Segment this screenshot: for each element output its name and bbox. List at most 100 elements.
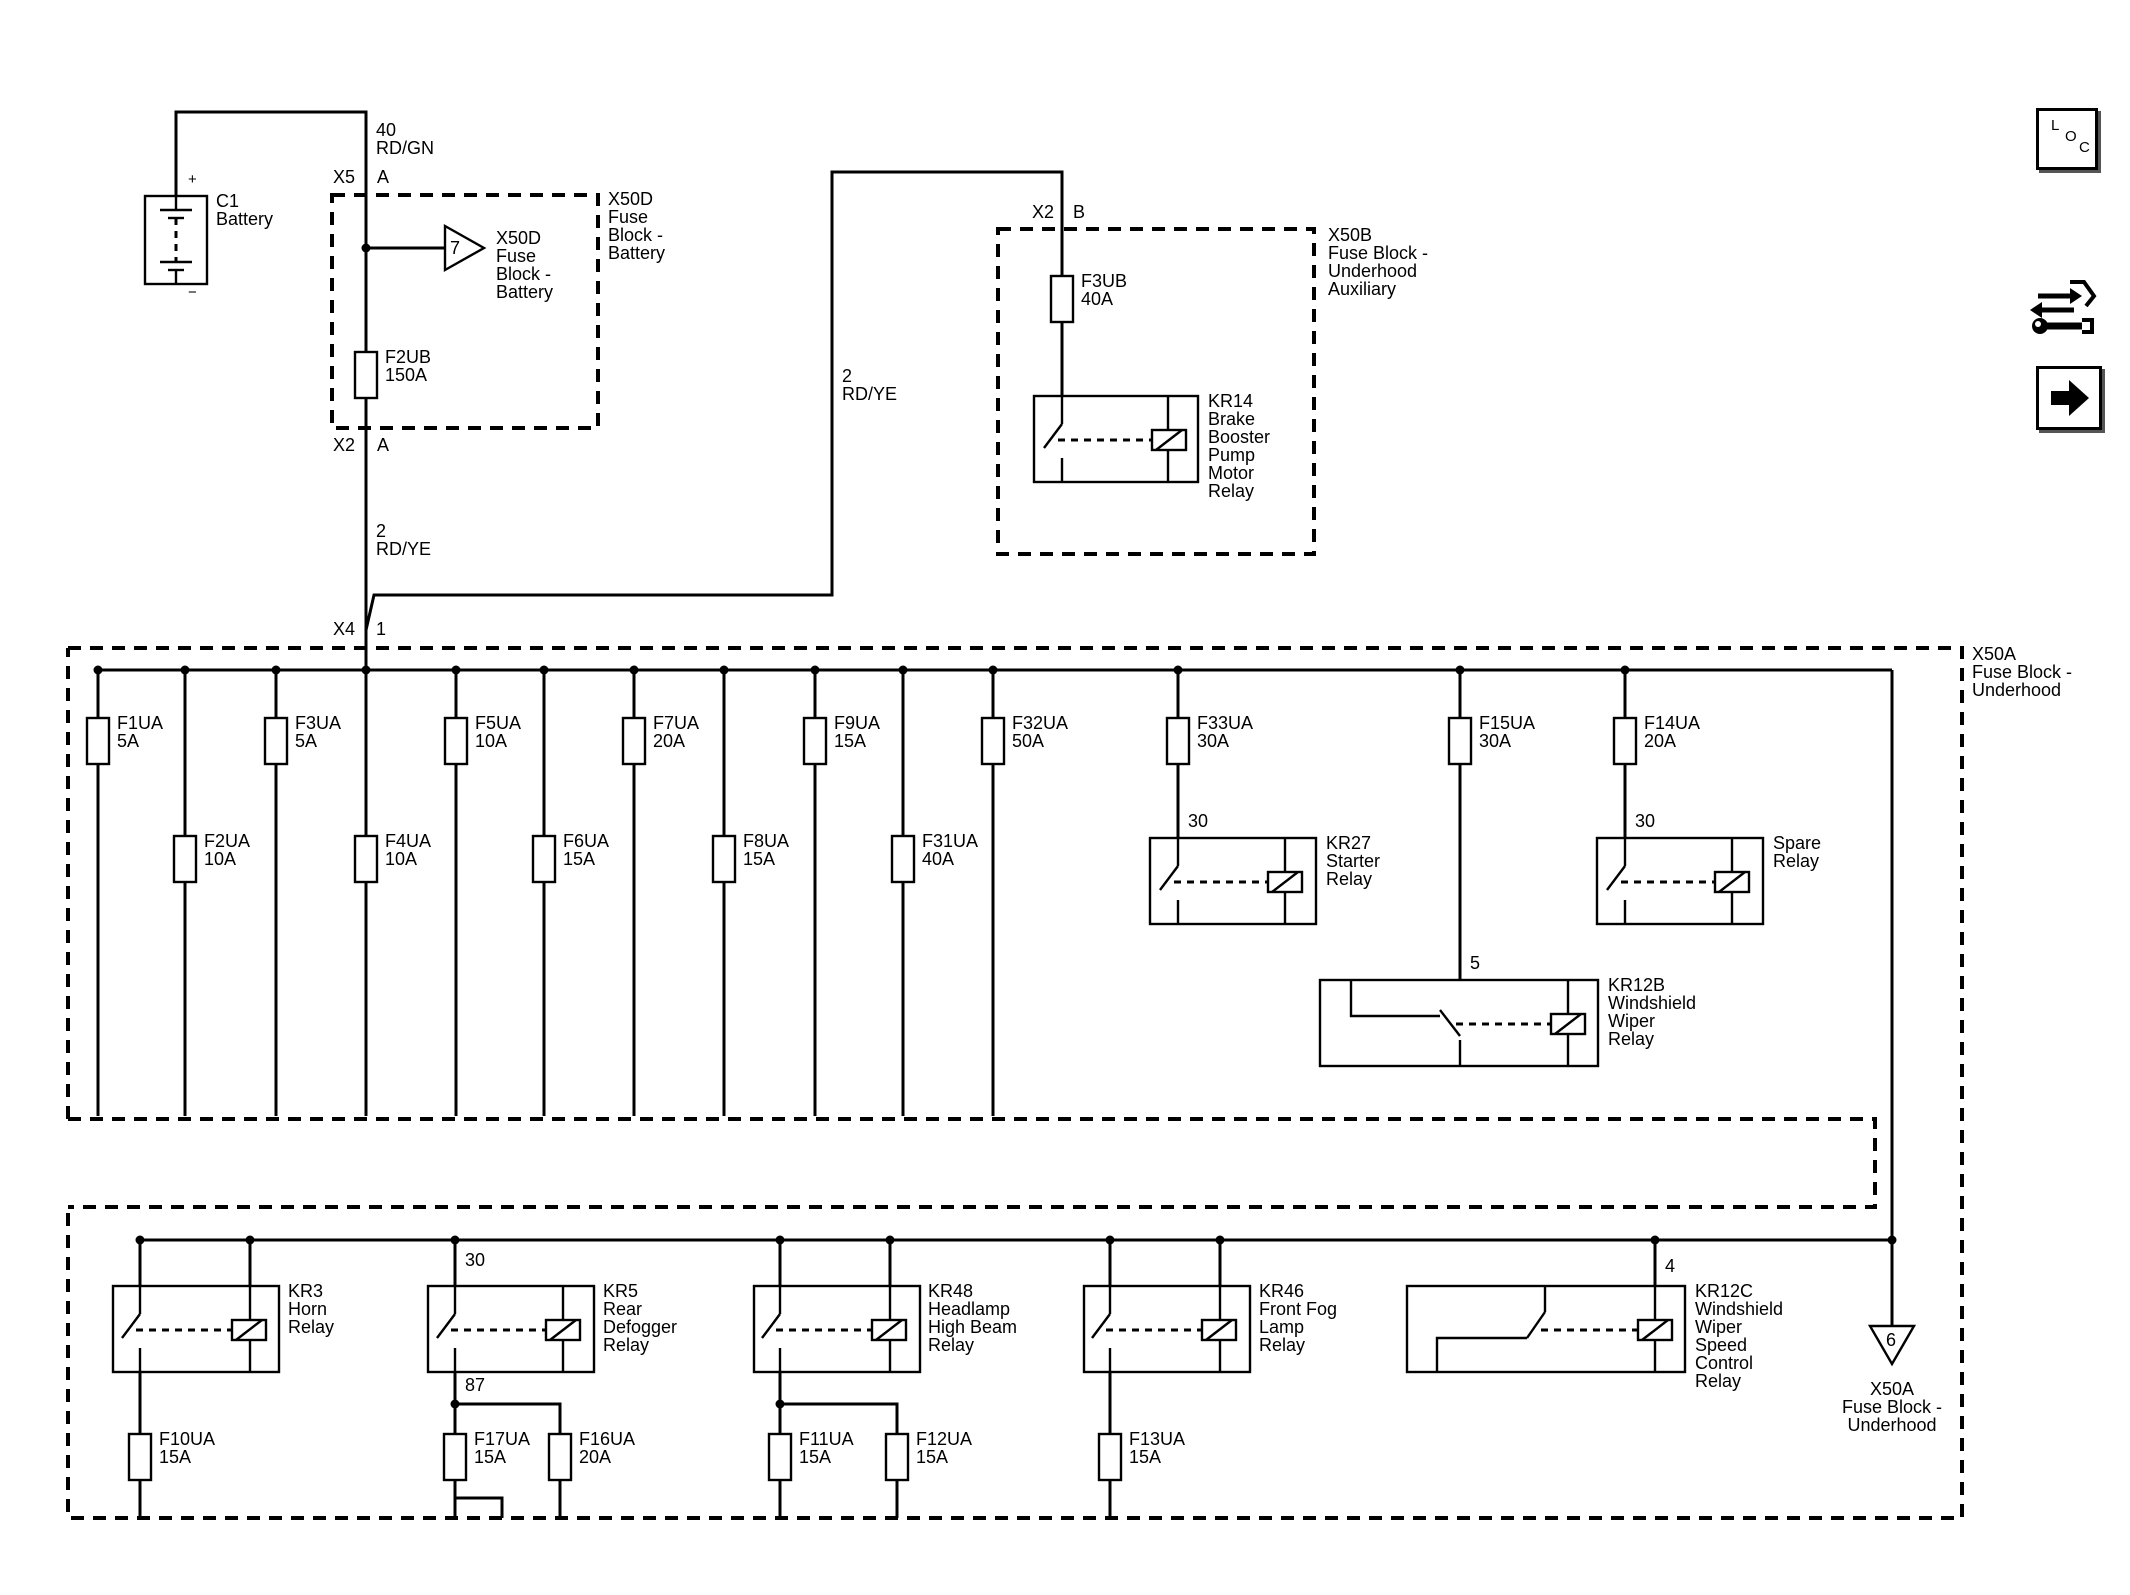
svg-text:Relay: Relay (1695, 1371, 1741, 1391)
fuse-f3ua-name: F3UA (295, 713, 341, 733)
fuse-f12ua-rating: 15A (916, 1447, 948, 1467)
fuse-f2ub (353, 350, 379, 400)
fuse-f16ua-rating: 20A (579, 1447, 611, 1467)
svg-text:Block -: Block - (496, 264, 551, 284)
svg-text:Lamp: Lamp (1259, 1317, 1304, 1337)
svg-text:Fuse: Fuse (496, 246, 536, 266)
fuse-f2ub-rating: 150A (385, 365, 427, 385)
fuse-f1ua-name: F1UA (117, 713, 163, 733)
svg-text:Relay: Relay (1773, 851, 1819, 871)
fuse-f9ua-rating: 15A (834, 731, 866, 751)
svg-text:Windshield: Windshield (1608, 993, 1696, 1013)
fuse-f4ua-rating: 10A (385, 849, 417, 869)
wire-2a-circuit: 2 (376, 521, 386, 541)
fuse-f11ua-name: F11UA (799, 1429, 854, 1449)
fuse-f17ua-rating: 15A (474, 1447, 506, 1467)
relay-spare (1595, 836, 1765, 926)
fuse-f31ua-name: F31UA (922, 831, 978, 851)
fuse-f14ua-rating: 20A (1644, 731, 1676, 751)
fuse-f3ub (1049, 274, 1075, 324)
svg-text:Horn: Horn (288, 1299, 327, 1319)
loc-letter-c: C (2079, 139, 2090, 156)
svg-text:KR3: KR3 (288, 1281, 323, 1301)
kr12b-pin: 5 (1470, 953, 1480, 973)
relay-spare-label: Spare Relay (1773, 833, 1821, 871)
fuse-f3ua-rating: 5A (295, 731, 317, 751)
x50a-ref-arrow[interactable] (1867, 1324, 1917, 1367)
conn-x4-pin: 1 (376, 619, 386, 639)
x50a-ref-pin: 6 (1886, 1330, 1896, 1350)
relay-kr3-label: KR3 Horn Relay (288, 1281, 334, 1337)
x50a-outer-box (66, 646, 1964, 1520)
svg-text:Headlamp: Headlamp (928, 1299, 1010, 1319)
kr12c-pin: 4 (1665, 1256, 1675, 1276)
relay-kr27-label: KR27 Starter Relay (1326, 833, 1380, 889)
svg-text:Booster: Booster (1208, 427, 1270, 447)
svg-text:Speed: Speed (1695, 1335, 1747, 1355)
wire-2a-color: RD/YE (376, 539, 431, 559)
svg-text:KR12B: KR12B (1608, 975, 1665, 995)
kr5-pin-out: 87 (465, 1375, 485, 1395)
x50d-ref-pin: 7 (450, 238, 460, 258)
svg-text:Fuse Block -: Fuse Block - (1328, 243, 1428, 263)
relay-kr46-label: KR46 Front Fog Lamp Relay (1259, 1281, 1337, 1355)
conn-x2b-pin: B (1073, 202, 1085, 222)
svg-text:Motor: Motor (1208, 463, 1254, 483)
conn-x4-ref: X4 (333, 619, 355, 639)
fuse-f13ua-name: F13UA (1129, 1429, 1185, 1449)
x50d-label: X50D Fuse Block - Battery (608, 189, 665, 263)
loc-button[interactable]: L O C (2036, 108, 2098, 170)
svg-text:Auxiliary: Auxiliary (1328, 279, 1396, 299)
fuse-f8ua-rating: 15A (743, 849, 775, 869)
battery-minus: − (188, 284, 197, 301)
svg-text:KR5: KR5 (603, 1281, 638, 1301)
fuse-f10ua-name: F10UA (159, 1429, 215, 1449)
svg-text:Relay: Relay (288, 1317, 334, 1337)
battery-name: Battery (216, 209, 273, 229)
fuse-f7ua-rating: 20A (653, 731, 685, 751)
next-page-button[interactable] (2036, 366, 2102, 430)
svg-text:High Beam: High Beam (928, 1317, 1017, 1337)
fuse-f2ua-rating: 10A (204, 849, 236, 869)
fuse-f12ua-name: F12UA (916, 1429, 972, 1449)
svg-text:KR27: KR27 (1326, 833, 1371, 853)
svg-text:Relay: Relay (1259, 1335, 1305, 1355)
battery-plus: + (188, 171, 197, 188)
svg-text:Underhood: Underhood (1328, 261, 1417, 281)
svg-text:Battery: Battery (496, 282, 553, 302)
svg-text:KR46: KR46 (1259, 1281, 1304, 1301)
relay-kr46 (1082, 1235, 1252, 1518)
fuse-f15ua-rating: 30A (1479, 731, 1511, 751)
relay-kr14-label: KR14 Brake Booster Pump Motor Relay (1208, 391, 1270, 501)
relay-kr48-label: KR48 Headlamp High Beam Relay (928, 1281, 1017, 1355)
svg-text:Relay: Relay (928, 1335, 974, 1355)
conn-x2b-ref: X2 (1032, 202, 1054, 222)
connector-repair-icon[interactable] (2030, 276, 2098, 346)
svg-text:X50D: X50D (608, 189, 653, 209)
fuse-f10ua-rating: 15A (159, 1447, 191, 1467)
svg-text:Windshield: Windshield (1695, 1299, 1783, 1319)
x50a-split-line (68, 1117, 1877, 1209)
fuse-f32ua-rating: 50A (1012, 731, 1044, 751)
x50b-box (996, 227, 1316, 556)
x50d-ref-arrow[interactable] (443, 223, 487, 273)
relay-kr27 (1148, 836, 1318, 926)
svg-text:Underhood: Underhood (1847, 1415, 1936, 1435)
svg-text:Relay: Relay (1608, 1029, 1654, 1049)
fuse-f6ua-rating: 15A (563, 849, 595, 869)
conn-x2a-ref: X2 (333, 435, 355, 455)
svg-text:Wiper: Wiper (1695, 1317, 1742, 1337)
svg-text:Fuse: Fuse (608, 207, 648, 227)
